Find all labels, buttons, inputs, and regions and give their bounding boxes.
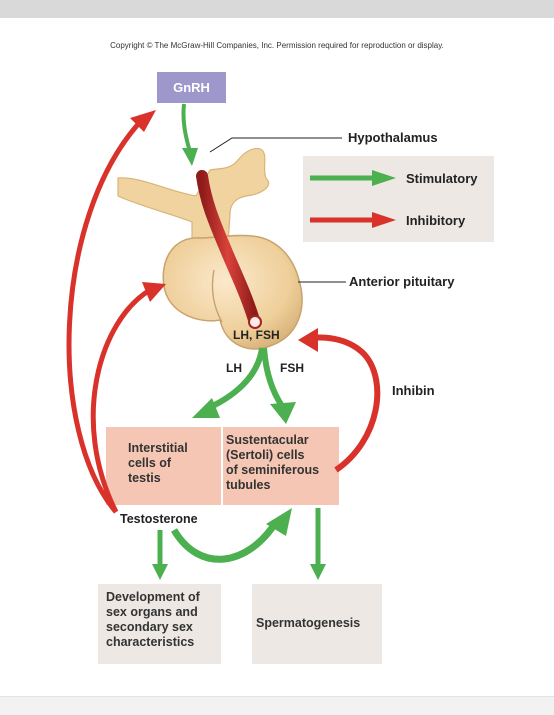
sustentacular-cells-label: Sustentacular (Sertoli) cells of seminif… [226,433,320,492]
hypothalamus-leader [209,137,342,153]
fsh-arrow [261,347,285,408]
legend-box [303,156,494,242]
lh-label: LH [226,361,242,375]
top-bar [0,0,554,18]
hypothalamus-tissue [117,147,270,251]
bottom-bar [0,696,554,715]
cells-divider [221,427,223,505]
testosterone-to-gnrh-arrow [66,120,142,514]
inhibin-arrow [309,334,381,473]
interstitial-cells-label: Interstitial cells of testis [128,441,188,485]
testosterone-to-pituitary-arrow [90,287,152,514]
hypothalamus-label: Hypothalamus [348,130,438,145]
spermatogenesis-label: Spermatogenesis [256,616,361,630]
development-label: Development of sex organs and secondary … [106,590,200,649]
inhibin-label: Inhibin [392,383,435,398]
fsh-label: FSH [280,361,304,375]
copyright-notice: Copyright © The McGraw-Hill Companies, I… [110,41,444,50]
legend-stimulatory-label: Stimulatory [406,171,478,186]
lh-fsh-label: LH, FSH [233,328,280,342]
portal-vessel [196,170,260,326]
legend-inhibitory-label: Inhibitory [406,213,466,228]
gnrh-box: GnRH [157,72,226,103]
spermatogenesis-box [252,584,382,664]
gnrh-arrow [181,103,192,153]
development-box [98,584,221,664]
testosterone-to-sertoli-arrow [170,520,279,563]
testosterone-label: Testosterone [120,512,198,526]
pituitary-lobe-fold [211,269,223,323]
vessel-end [248,315,262,329]
anterior-pituitary-label: Anterior pituitary [349,274,455,289]
